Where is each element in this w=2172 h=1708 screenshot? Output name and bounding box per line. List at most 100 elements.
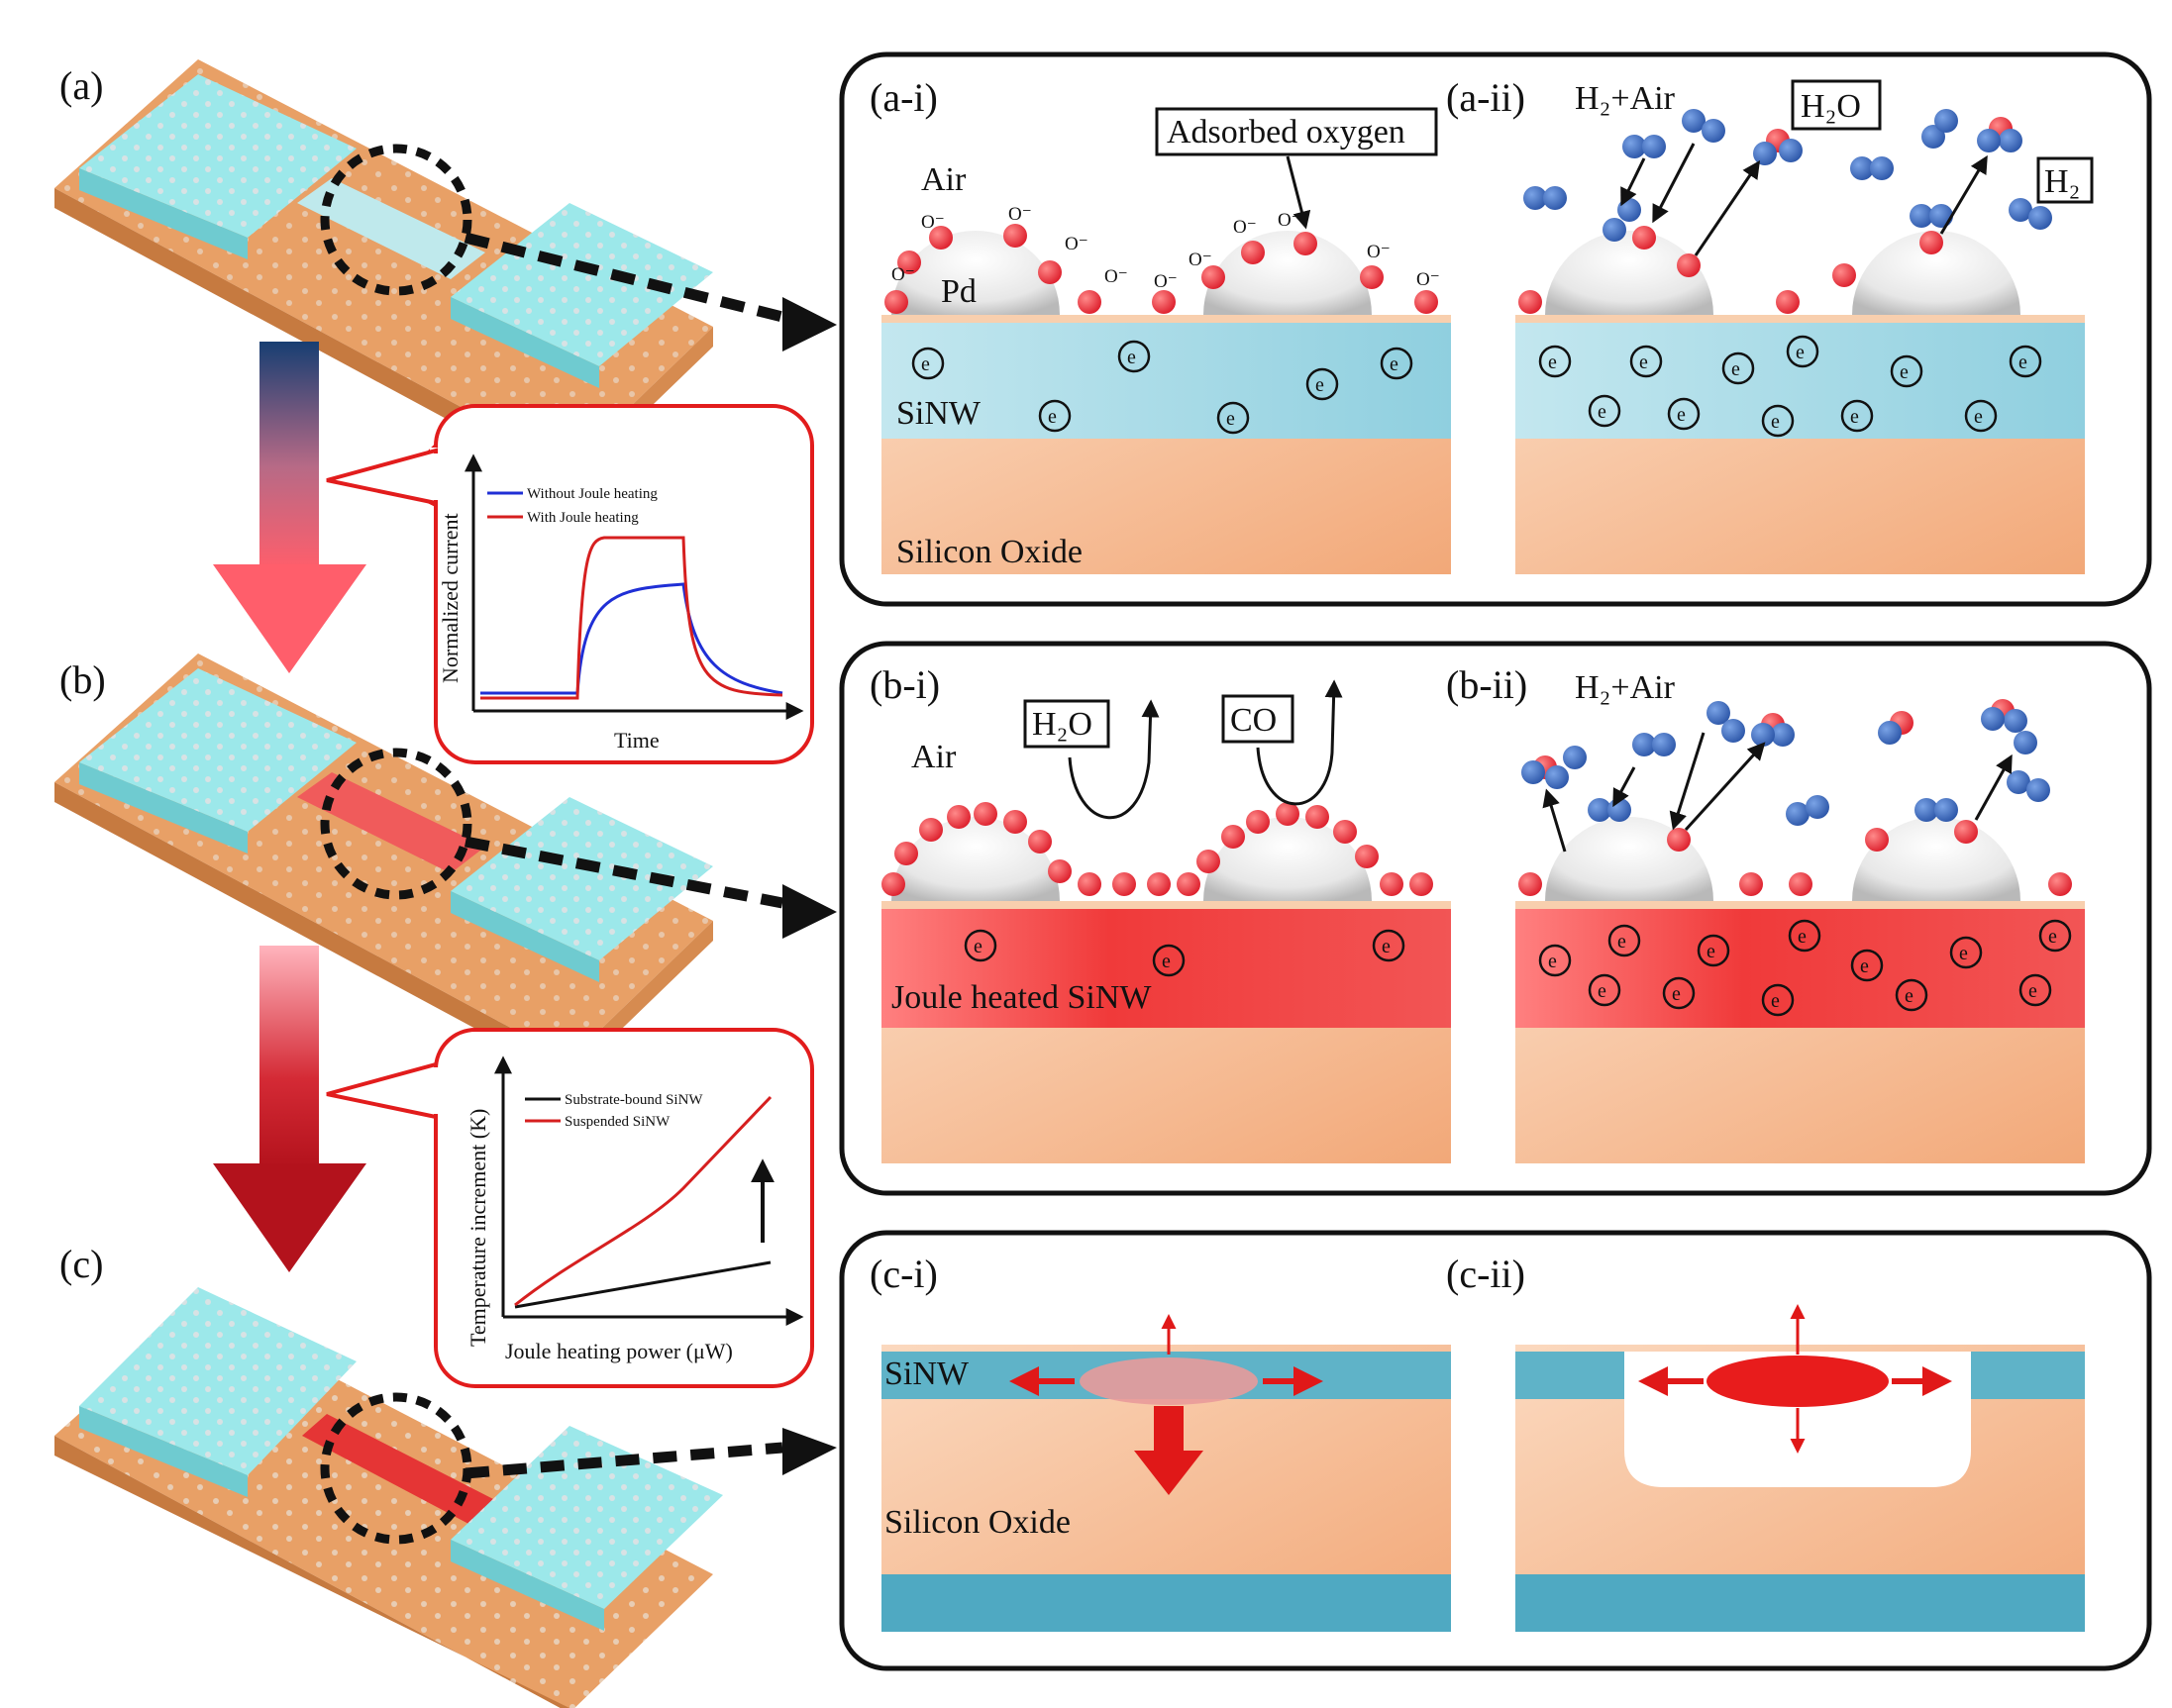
svg-text:e: e xyxy=(921,353,930,375)
atoms-a-ii xyxy=(1518,109,2052,314)
h2o-label-b: H₂O xyxy=(1032,706,1092,743)
adsorbed-oxygen-label: Adsorbed oxygen xyxy=(1167,114,1405,151)
svg-text:e: e xyxy=(1617,931,1626,953)
pd-dome-8 xyxy=(1852,817,2020,901)
pd-dome-2 xyxy=(1203,231,1372,315)
panel-a-ii-substrate xyxy=(1515,315,2085,574)
svg-text:e: e xyxy=(1639,352,1648,373)
svg-text:e: e xyxy=(2048,926,2057,948)
svg-text:O⁻: O⁻ xyxy=(1367,242,1391,262)
panel-c-frame xyxy=(839,1230,2152,1671)
svg-text:e: e xyxy=(1548,951,1557,972)
panel-b-frame xyxy=(839,641,2152,1196)
silicon-oxide-label-a: Silicon Oxide xyxy=(896,534,1083,570)
panel-a-i-label: (a-i) xyxy=(870,75,938,120)
adsorbed-oxygen-box xyxy=(1155,107,1438,156)
svg-text:e: e xyxy=(1390,353,1398,375)
adsorbed-oxygen-atoms-a-i xyxy=(884,224,1438,314)
svg-text:e: e xyxy=(1731,358,1740,380)
h2o-box-a xyxy=(1791,79,1882,131)
inset-current: Without Joule heating With Joule heating… xyxy=(326,404,814,764)
svg-text:e: e xyxy=(2018,352,2027,373)
pd-dome-1 xyxy=(891,231,1060,315)
sinw-label-c: SiNW xyxy=(884,1356,970,1392)
device-c xyxy=(54,1287,837,1708)
electrons-b-i: e e e xyxy=(964,929,1405,977)
svg-text:e: e xyxy=(1598,401,1606,423)
svg-text:O⁻: O⁻ xyxy=(1189,250,1212,270)
sinw-label-a: SiNW xyxy=(896,395,982,432)
svg-text:e: e xyxy=(1048,406,1057,428)
h2-box-a xyxy=(2036,156,2094,204)
svg-text:e: e xyxy=(1162,951,1171,972)
silicon-oxide-label-c: Silicon Oxide xyxy=(884,1504,1071,1541)
svg-text:O⁻: O⁻ xyxy=(1278,210,1301,231)
svg-text:O⁻: O⁻ xyxy=(1008,204,1032,225)
oxygen-atoms-b-i xyxy=(881,802,1433,896)
panel-a-ii-label: (a-ii) xyxy=(1446,75,1525,120)
pd-dome-7 xyxy=(1545,817,1713,901)
svg-text:O⁻: O⁻ xyxy=(1104,266,1128,287)
co-box-b xyxy=(1221,694,1294,744)
svg-text:e: e xyxy=(1959,943,1968,964)
atoms-b-ii xyxy=(1518,699,2072,896)
electrons-a-ii: e e e e e e e e e e e xyxy=(1538,335,2042,438)
joule-sinw-label: Joule heated SiNW xyxy=(891,979,1152,1016)
air-label-b: Air xyxy=(911,739,957,775)
pd-dome-6 xyxy=(1203,817,1372,901)
transition-arrow-2 xyxy=(213,946,366,1272)
svg-text:O⁻: O⁻ xyxy=(921,212,945,233)
curve-with-joule xyxy=(480,536,783,700)
svg-text:e: e xyxy=(1315,374,1324,396)
svg-text:e: e xyxy=(1974,406,1983,428)
svg-text:e: e xyxy=(1771,990,1780,1012)
pd-label: Pd xyxy=(941,273,977,310)
panel-a-i-substrate xyxy=(881,315,1451,574)
pd-dome-3 xyxy=(1545,231,1713,315)
svg-text:e: e xyxy=(1860,955,1869,977)
svg-text:e: e xyxy=(1796,342,1805,363)
label-c: (c) xyxy=(59,1242,103,1286)
svg-text:e: e xyxy=(1850,406,1859,428)
panel-c-i-label: (c-i) xyxy=(870,1252,938,1296)
temp-xlabel: Joule heating power (μW) xyxy=(505,1339,733,1363)
svg-text:e: e xyxy=(1382,936,1391,957)
current-xlabel: Time xyxy=(614,728,660,753)
legend-substrate: Substrate-bound SiNW xyxy=(565,1092,703,1108)
pd-dome-4 xyxy=(1852,231,2020,315)
inset-temperature: Substrate-bound SiNW Suspended SiNW Joul… xyxy=(326,1028,814,1388)
label-b: (b) xyxy=(59,657,106,702)
current-ylabel: Normalized current xyxy=(438,513,463,683)
svg-text:O⁻: O⁻ xyxy=(1154,271,1178,292)
transition-arrow-1 xyxy=(213,342,366,673)
electrons-a-i: e e e e e e xyxy=(911,340,1413,435)
svg-text:e: e xyxy=(1905,985,1913,1007)
svg-text:e: e xyxy=(2028,980,2037,1002)
svg-text:e: e xyxy=(974,936,983,957)
svg-text:e: e xyxy=(1598,980,1606,1002)
line-substrate-bound xyxy=(514,1260,772,1309)
line-suspended xyxy=(514,1095,773,1307)
panel-c-i-cross-section xyxy=(881,1314,1451,1632)
electrons-b-ii: e e e e e e e e e e e e xyxy=(1538,919,2072,1017)
h2-air-label-b: H₂+Air xyxy=(1575,669,1676,706)
panel-a-frame xyxy=(839,51,2152,607)
svg-text:e: e xyxy=(1226,408,1235,430)
svg-text:e: e xyxy=(1127,347,1136,368)
panel-c-ii-label: (c-ii) xyxy=(1446,1252,1525,1296)
svg-text:e: e xyxy=(1548,352,1557,373)
svg-text:e: e xyxy=(1677,404,1686,426)
temp-ylabel: Temperature increment (K) xyxy=(465,1109,490,1347)
h2o-label-a: H₂O xyxy=(1801,88,1861,125)
h2-air-label-a: H₂+Air xyxy=(1575,80,1676,117)
legend-suspended: Suspended SiNW xyxy=(565,1114,671,1130)
air-label-a: Air xyxy=(921,161,967,198)
panel-c-ii-cross-section xyxy=(1515,1304,2085,1632)
h2o-box-b xyxy=(1023,699,1110,749)
svg-text:O⁻: O⁻ xyxy=(1065,234,1088,254)
device-b xyxy=(54,653,837,1079)
svg-text:e: e xyxy=(1707,941,1715,962)
legend-without: Without Joule heating xyxy=(527,486,658,502)
svg-text:e: e xyxy=(1798,926,1807,948)
